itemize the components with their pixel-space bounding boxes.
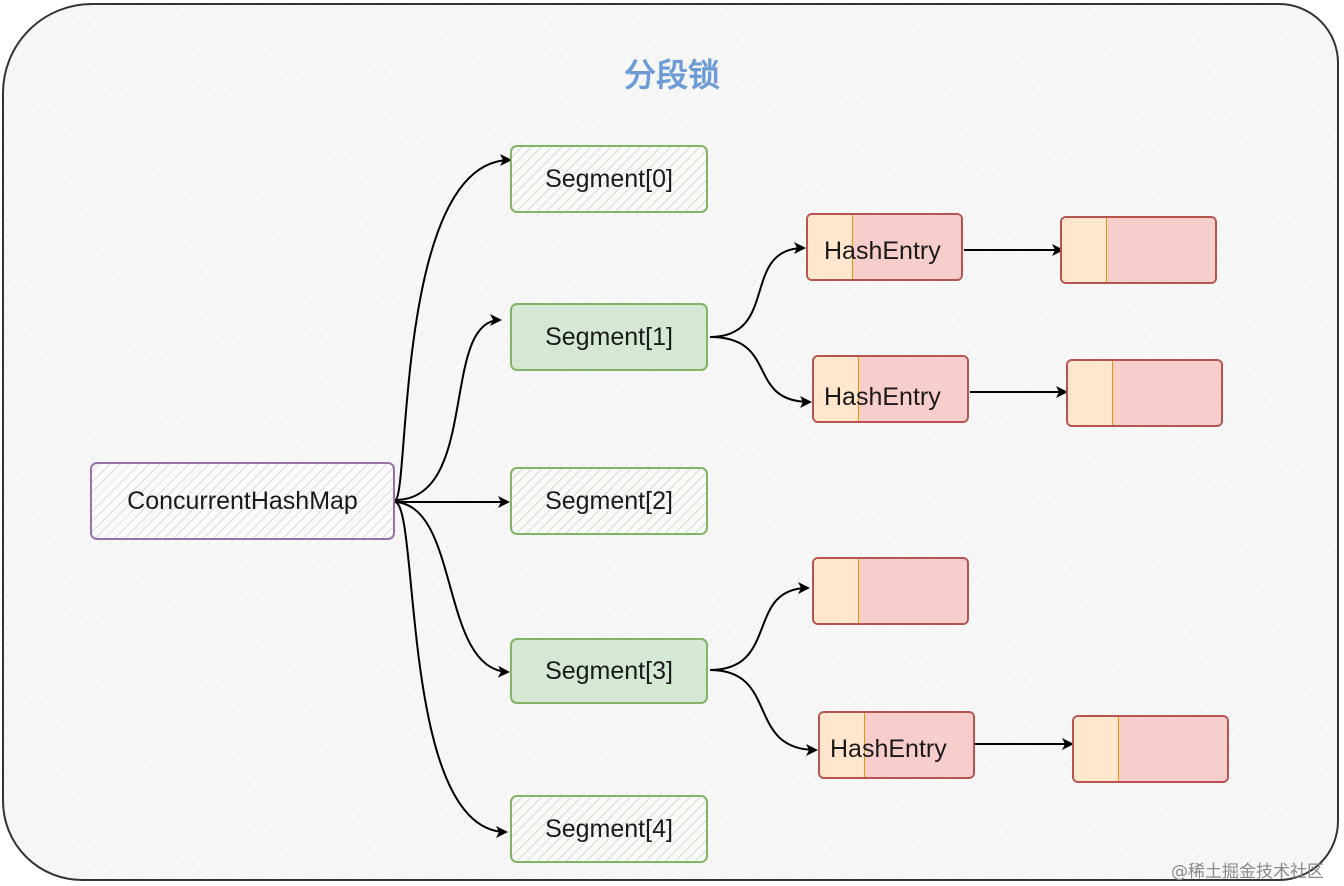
- hash-entry-key-cell: [814, 559, 859, 623]
- edge-root-segment-0: [394, 154, 512, 501]
- next-entry-value-cell: [1107, 218, 1215, 282]
- next-entry-key-cell: [1074, 717, 1119, 781]
- next-entry-value-cell: [1119, 717, 1227, 781]
- edge-segment-3-entry-2: [709, 582, 810, 671]
- hash-entry-node-3[interactable]: [818, 711, 975, 779]
- hash-entry-node-1[interactable]: [812, 355, 969, 423]
- next-entry-value-cell: [1113, 361, 1221, 425]
- hash-entry-node-0[interactable]: [806, 213, 963, 281]
- segment-label: Segment[3]: [545, 656, 673, 685]
- segment-label: Segment[1]: [545, 322, 673, 351]
- edge-segment-1-entry-1: [709, 336, 812, 408]
- edge-root-segment-1: [394, 314, 502, 501]
- segment-node-0[interactable]: Segment[0]: [510, 145, 708, 213]
- edge-root-segment-4: [394, 501, 508, 838]
- segment-node-4[interactable]: Segment[4]: [510, 795, 708, 863]
- edge-segment-1-entry-0: [709, 242, 806, 338]
- hash-entry-value-cell: [853, 215, 961, 279]
- watermark-text: @稀土掘金技术社区: [1171, 862, 1324, 882]
- segment-node-1[interactable]: Segment[1]: [510, 303, 708, 371]
- edge-root-segment-3: [394, 501, 510, 678]
- segment-label: Segment[0]: [545, 164, 673, 193]
- hash-entry-node-2[interactable]: [812, 557, 969, 625]
- next-entry-key-cell: [1068, 361, 1113, 425]
- next-entry-node-0[interactable]: [1060, 216, 1217, 284]
- hash-entry-value-cell: [859, 559, 967, 623]
- next-entry-node-3[interactable]: [1072, 715, 1229, 783]
- segment-label: Segment[4]: [545, 814, 673, 843]
- hash-entry-key-cell: [820, 713, 865, 777]
- root-node-concurrenthashmap[interactable]: ConcurrentHashMap: [90, 462, 395, 540]
- next-entry-key-cell: [1062, 218, 1107, 282]
- hash-entry-value-cell: [859, 357, 967, 421]
- edge-segment-3-entry-3: [709, 669, 818, 756]
- diagram-title: 分段锁: [623, 56, 720, 94]
- segment-label: Segment[2]: [545, 486, 673, 515]
- hash-entry-value-cell: [865, 713, 973, 777]
- segment-node-2[interactable]: Segment[2]: [510, 467, 708, 535]
- root-node-label: ConcurrentHashMap: [127, 486, 358, 515]
- hash-entry-key-cell: [808, 215, 853, 279]
- next-entry-node-1[interactable]: [1066, 359, 1223, 427]
- segment-node-3[interactable]: Segment[3]: [510, 638, 708, 704]
- hash-entry-key-cell: [814, 357, 859, 421]
